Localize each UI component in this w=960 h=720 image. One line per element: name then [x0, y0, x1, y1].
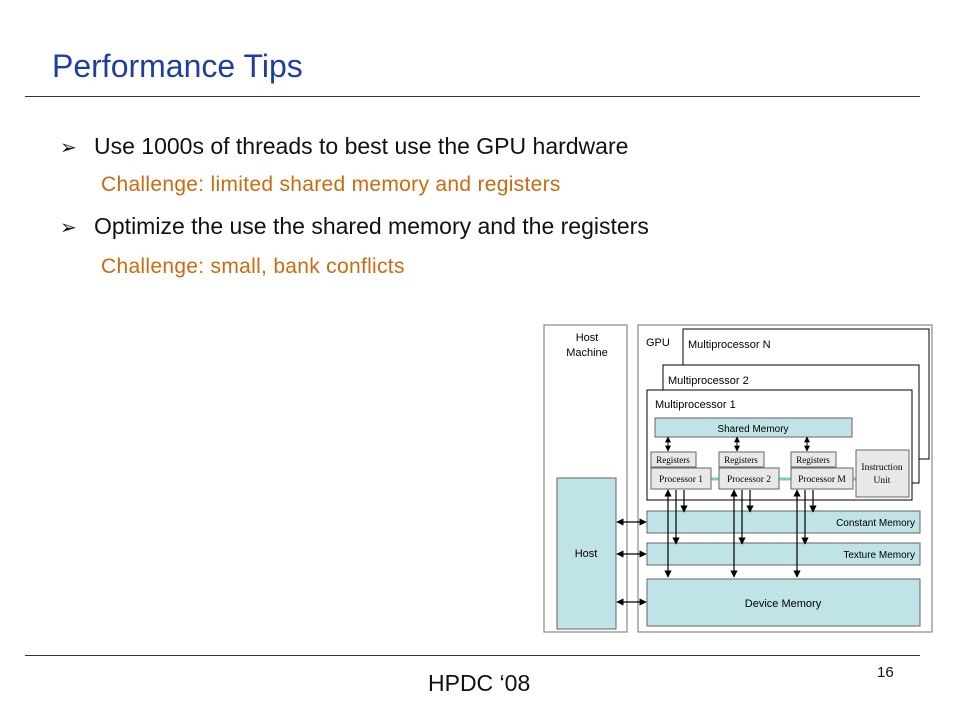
bullet-2-text: Optimize the use the shared memory and t…: [94, 213, 649, 239]
registers-label-2: Registers: [724, 455, 758, 465]
processor-memory-arrows: [664, 489, 817, 578]
footer-divider: [25, 655, 920, 656]
slide-title: Performance Tips: [52, 48, 303, 84]
registers-label-1: Registers: [656, 455, 690, 465]
multiprocessor-n-label: Multiprocessor N: [688, 339, 771, 351]
texture-memory-box: [646, 542, 921, 566]
registers-box-m: [790, 451, 837, 468]
bullet-1-text: Use 1000s of threads to best use the GPU…: [94, 133, 629, 159]
host-machine-label-2: Machine: [566, 347, 608, 359]
registers-box-1: [650, 451, 697, 468]
host-box: [556, 477, 617, 630]
constant-memory-label: Constant Memory: [836, 518, 915, 529]
processor-box-2: [718, 467, 780, 490]
arrow-bullet-icon: ➢: [60, 215, 77, 239]
constant-memory-box: [646, 510, 921, 534]
processor-box-1: [650, 467, 712, 490]
instruction-unit-box: [855, 449, 910, 498]
registers-box-2: [718, 451, 765, 468]
bullet-2-challenge: Challenge: small, bank conflicts: [101, 255, 405, 278]
host-machine-label-1: Host: [576, 332, 599, 344]
processor-label-m: Processor M: [798, 475, 846, 485]
bullet-1: ➢ Use 1000s of threads to best use the GP…: [60, 133, 628, 160]
instruction-unit-label-1: Instruction: [861, 463, 902, 473]
title-divider: [25, 96, 920, 97]
arrow-bullet-icon: ➢: [60, 135, 77, 159]
instruction-unit-label-2: Unit: [874, 476, 891, 486]
device-memory-box: [646, 578, 921, 627]
shared-memory-label: Shared Memory: [717, 424, 788, 435]
multiprocessor-1-label: Multiprocessor 1: [655, 399, 736, 411]
bullet-2: ➢ Optimize the use the shared memory and …: [60, 213, 649, 240]
texture-memory-label: Texture Memory: [843, 550, 915, 561]
gpu-label: GPU: [646, 337, 670, 349]
multiprocessor-2-label: Multiprocessor 2: [668, 375, 749, 387]
processor-label-2: Processor 2: [727, 475, 771, 485]
page-number: 16: [877, 664, 894, 681]
processor-label-1: Processor 1: [659, 475, 703, 485]
host-box-label: Host: [575, 548, 598, 560]
shared-memory-box: [654, 417, 853, 438]
processor-box-m: [790, 467, 854, 490]
host-memory-arrows: [616, 518, 647, 606]
footer-text: HPDC ‘08: [428, 670, 531, 696]
bullet-1-challenge: Challenge: limited shared memory and reg…: [101, 173, 561, 196]
device-memory-label: Device Memory: [745, 598, 822, 610]
registers-label-m: Registers: [796, 455, 830, 465]
gpu-architecture-diagram: Host Machine Host GPU Multiprocessor N M…: [543, 324, 933, 633]
